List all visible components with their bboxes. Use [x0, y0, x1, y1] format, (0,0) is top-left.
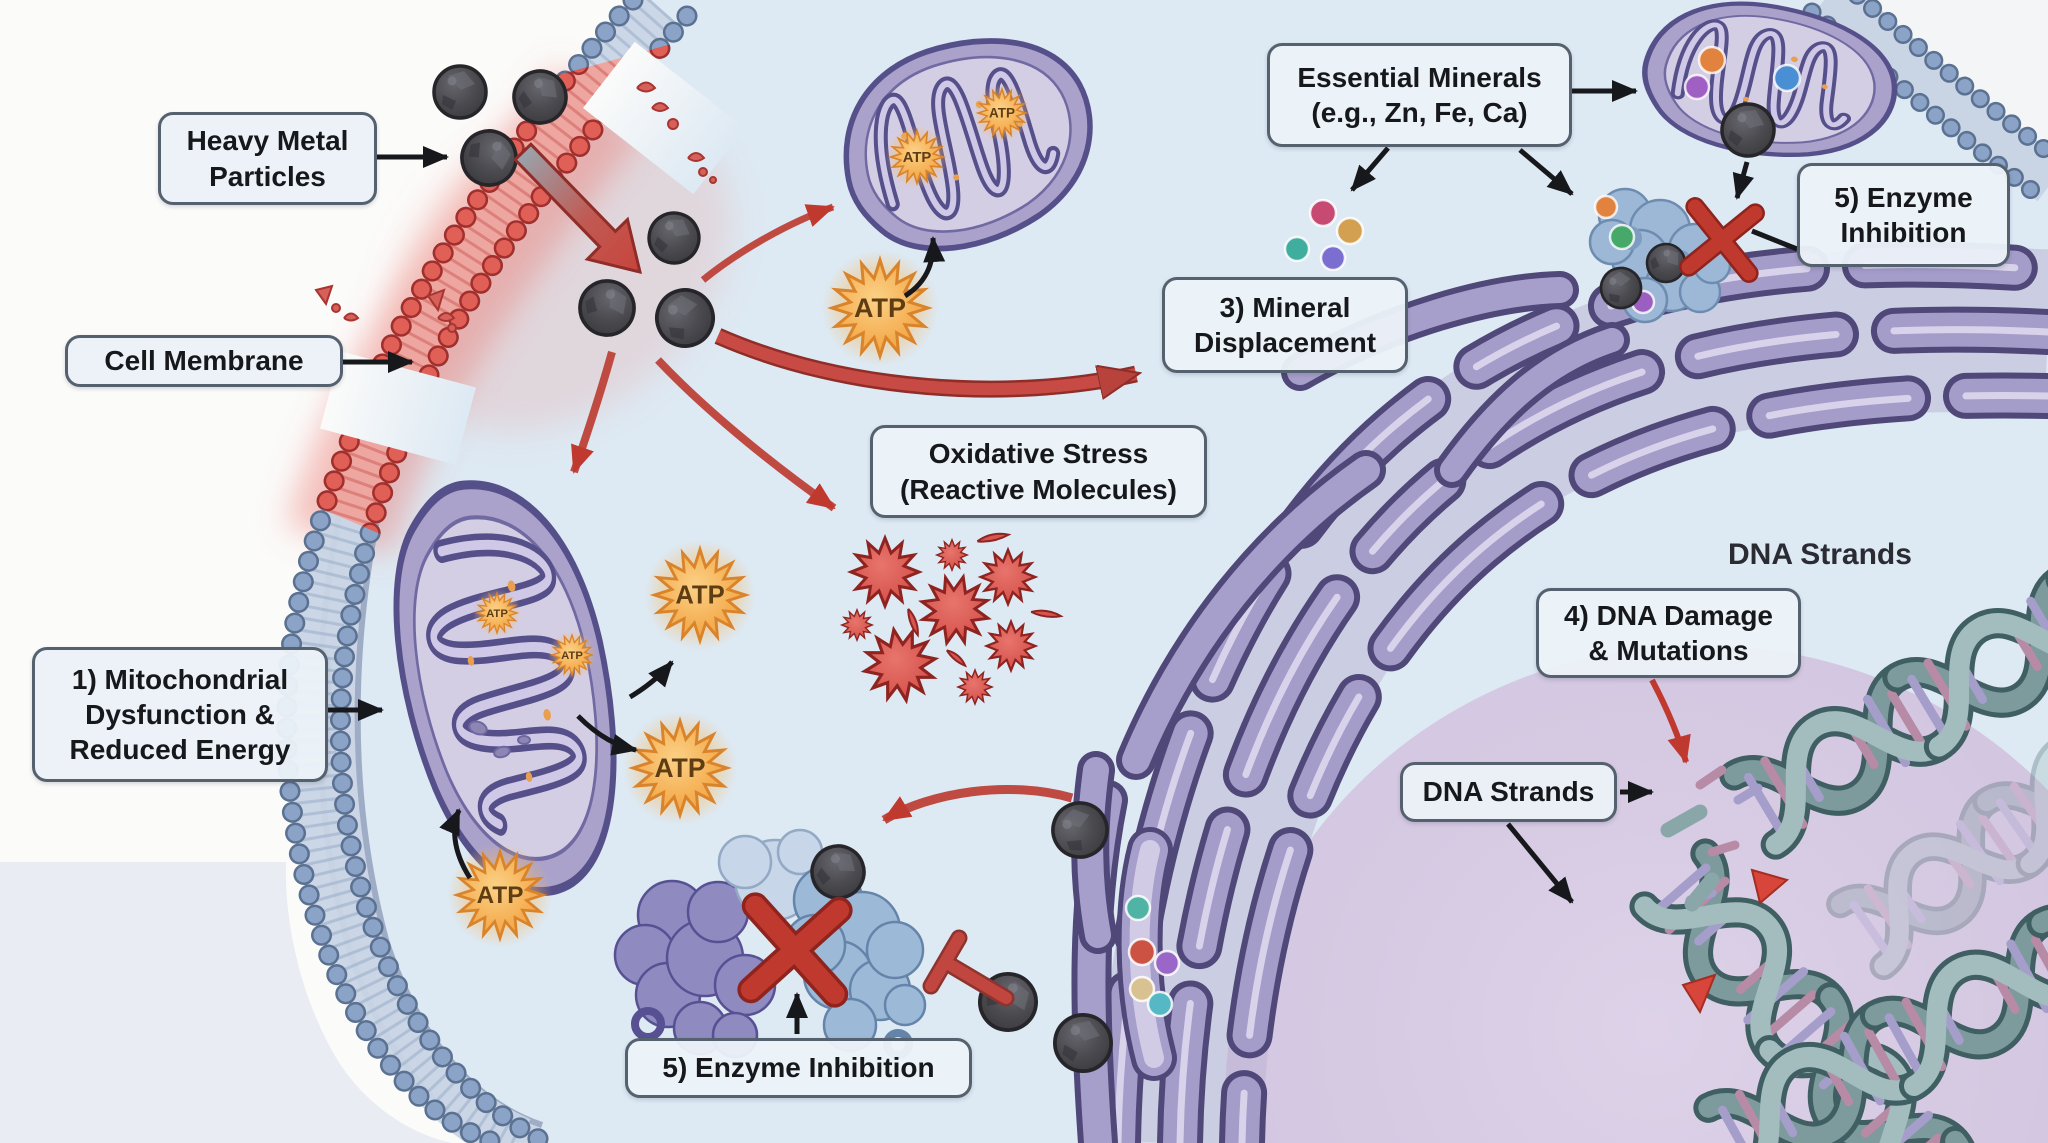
callout-mineral-displacement: 3) Mineral Displacement: [1162, 277, 1408, 373]
atp-burst-small: [884, 124, 950, 190]
atp-burst: [446, 841, 554, 949]
arrow-to-bottom-enzyme: [881, 784, 1074, 824]
mitochondrion-left-damage-bits: [468, 720, 531, 759]
arrow-to-mineral-displacement: [715, 330, 1136, 389]
arrow-to-top-mitochondrion: [700, 203, 835, 283]
arrow-to-ros: [655, 357, 837, 512]
arrow-atp-to-top-mito: [903, 236, 946, 299]
connector-enzyme-inhibition-top: [1751, 228, 1798, 252]
arrow-essential-minerals-down: [1518, 148, 1574, 196]
arrow-metal-to-x: [1732, 161, 1755, 200]
enzyme-top-right: [1588, 187, 1732, 324]
ros-cluster: [841, 532, 1064, 708]
ros-slivers: [907, 532, 1064, 668]
displaced-minerals: [1283, 198, 1365, 272]
arrow-mito-to-atp-2: [576, 714, 638, 756]
callout-line: Particles: [209, 160, 326, 192]
callout-line: (e.g., Zn, Fe, Ca): [1311, 97, 1528, 128]
minerals-in-mitochondrion: [1683, 45, 1802, 101]
dna-damage-marker-triangle: [1681, 973, 1717, 1015]
membrane-damage-halo: [388, 107, 732, 433]
callout-line: Reduced Energy: [69, 734, 291, 766]
atp-burst: [621, 709, 739, 827]
arrow-atp-to-mito: [439, 808, 473, 880]
dna-strands: [1645, 481, 2048, 1143]
arrow-mito-to-atp-1: [628, 660, 674, 700]
minerals-in-er-channel: [1124, 894, 1181, 1018]
callout-enzyme-inhibition-bottom: 5) Enzyme Inhibition: [625, 1038, 972, 1098]
callout-line: 1) Mitochondrial: [71, 663, 289, 695]
callout-line: 4) DNA Damage: [1563, 599, 1773, 631]
arrow-dna-strands-down: [1506, 822, 1574, 904]
arrow-dna-damage: [1649, 678, 1691, 764]
label-dna-strands-plain: DNA Strands: [1728, 538, 1912, 571]
atp-burst-small: [972, 83, 1032, 143]
callout-line: Heavy Metal: [186, 125, 349, 157]
callout-line: 5) Enzyme: [1834, 181, 1973, 213]
enzyme-loop: [631, 1007, 665, 1041]
callout-line: (Reactive Molecules): [900, 473, 1177, 505]
callout-line: 3) Mineral: [1219, 291, 1351, 323]
arrow-essential-minerals-left: [1350, 146, 1390, 192]
inhibition-t-bar: [922, 929, 1015, 1007]
membrane-break: [320, 351, 476, 465]
dna-break-fragments: [1660, 765, 1763, 912]
red-arrows: [512, 142, 1691, 824]
atp-burst: [643, 538, 757, 652]
arrow-to-left-mitochondrion: [570, 350, 616, 474]
enzyme-bottom: [613, 828, 927, 1059]
atp-burst-small: [472, 588, 522, 638]
callout-enzyme-inhibition-top: 5) Enzyme Inhibition: [1797, 163, 2010, 267]
callout-essential-minerals: Essential Minerals (e.g., Zn, Fe, Ca): [1267, 43, 1572, 147]
callout-cell-membrane: Cell Membrane: [65, 335, 343, 387]
callout-line: Cell Membrane: [104, 345, 304, 377]
callout-line: Dysfunction &: [85, 698, 275, 730]
black-arrows: [328, 80, 1798, 1034]
outside-cell-lower-wedge: [0, 862, 452, 1143]
atp-burst: [820, 248, 940, 368]
callout-oxidative-stress: Oxidative Stress (Reactive Molecules): [870, 425, 1207, 518]
callout-line: Essential Minerals: [1297, 61, 1542, 93]
callout-line: Oxidative Stress: [928, 438, 1149, 470]
membrane-debris: [314, 81, 717, 333]
callout-line: & Mutations: [1588, 635, 1749, 666]
entry-arrow: [512, 142, 643, 275]
callout-mitochondrial-dysfunction: 1) Mitochondrial Dysfunction & Reduced E…: [32, 647, 328, 782]
atp-burst-small: [547, 630, 597, 680]
callout-line: Displacement: [1193, 327, 1377, 358]
callout-line: Inhibition: [1840, 217, 1967, 248]
callout-dna-strands: DNA Strands: [1400, 762, 1617, 822]
callout-heavy-metal-particles: Heavy Metal Particles: [158, 112, 377, 205]
dna-damage-marker-triangle: [1750, 868, 1790, 905]
membrane-break: [582, 41, 746, 195]
callout-line: 5) Enzyme Inhibition: [662, 1052, 935, 1084]
callout-dna-damage: 4) DNA Damage & Mutations: [1536, 588, 1801, 678]
callout-line: DNA Strands: [1422, 776, 1595, 808]
